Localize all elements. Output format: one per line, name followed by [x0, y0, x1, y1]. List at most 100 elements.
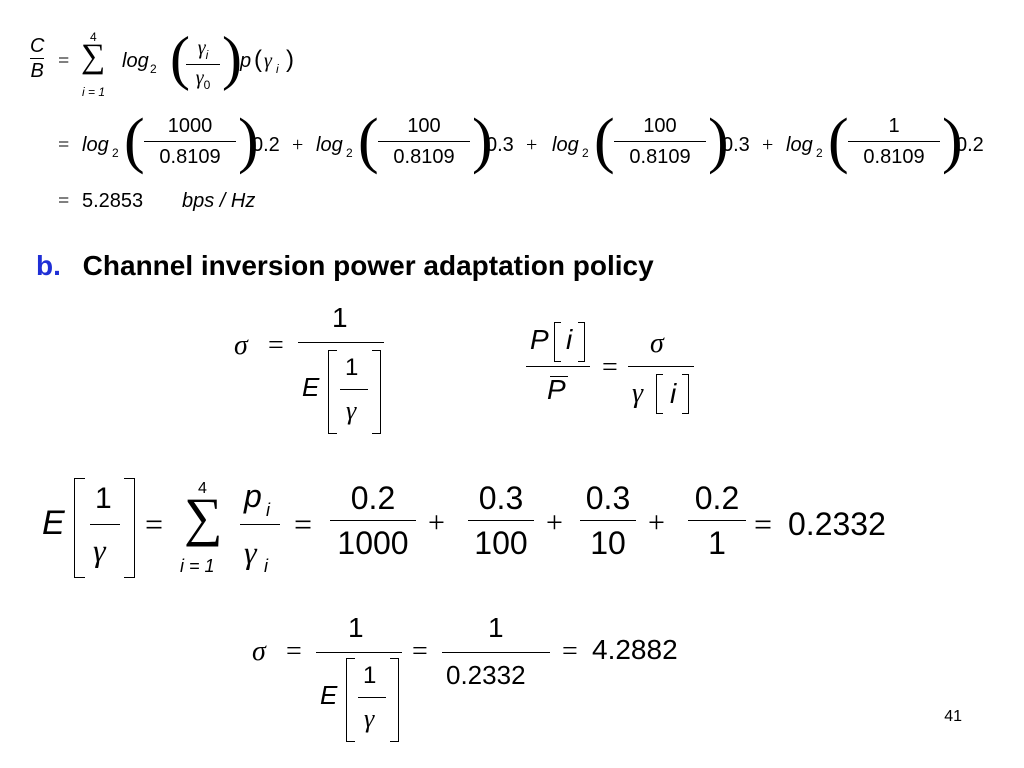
numerator: 0.3	[478, 480, 524, 516]
equals-sign: =	[294, 506, 313, 542]
denominator: 0.8109	[159, 146, 221, 168]
p-symbol: P	[530, 324, 549, 355]
p-bar-symbol: P	[547, 374, 566, 405]
right-paren: )	[238, 107, 259, 175]
equals-sign: =	[754, 506, 773, 542]
gamma-subscript: i	[264, 556, 268, 576]
left-paren: (	[124, 107, 145, 175]
sigma-symbol: σ	[650, 328, 664, 359]
gamma-symbol: γ	[93, 532, 106, 568]
left-paren: (	[594, 107, 615, 175]
index-i: i	[566, 324, 573, 355]
section-heading: b. Channel inversion power adaptation po…	[36, 250, 654, 282]
p-subscript: i	[266, 500, 270, 520]
coefficient: 0.2	[252, 134, 280, 156]
log-base: 2	[816, 146, 823, 160]
expectation-e: E	[320, 680, 338, 710]
right-paren: )	[222, 25, 242, 91]
numerator: 0.3	[585, 480, 631, 516]
right-paren: )	[942, 107, 963, 175]
numerator: 100	[643, 115, 677, 137]
denominator: 100	[474, 525, 528, 561]
plus-sign: +	[546, 506, 563, 539]
log-text: log	[786, 134, 813, 156]
log-base: 2	[582, 146, 589, 160]
gamma-symbol: γ	[346, 396, 357, 425]
log-base: 2	[346, 146, 353, 160]
numerator-one-b: 1	[488, 612, 504, 643]
log-text: log	[552, 134, 579, 156]
equals-sign: =	[268, 330, 284, 361]
inner-numerator: 1	[345, 354, 359, 381]
plus-sign: +	[526, 134, 538, 156]
p-symbol: p	[244, 478, 262, 514]
plus-sign: +	[292, 134, 304, 156]
equals-sign: =	[602, 352, 618, 383]
numerator-one: 1	[348, 612, 364, 643]
sigma-symbol: σ	[252, 636, 266, 667]
left-paren: (	[828, 107, 849, 175]
summation-symbol: ∑	[184, 487, 223, 547]
gamma-ratio-fraction: γi γ0	[186, 38, 220, 91]
denominator: 1000	[337, 525, 409, 561]
b-symbol: B	[30, 60, 44, 82]
denominator: 0.8109	[863, 146, 925, 168]
p-bar-overline	[550, 376, 568, 377]
denominator: 0.8109	[629, 146, 691, 168]
equals-sign: =	[58, 50, 70, 72]
denominator: 10	[590, 525, 626, 561]
c-symbol: C	[30, 35, 45, 57]
equals-sign: =	[58, 190, 70, 212]
log-argument-fraction: 100 0.8109	[614, 116, 706, 167]
sum-upper-limit: 4	[198, 480, 207, 497]
inner-numerator: 1	[363, 662, 377, 689]
equals-sign: =	[145, 506, 164, 542]
denominator: 1	[708, 525, 726, 561]
numerator: 0.2	[694, 480, 740, 516]
summation-symbol: ∑	[81, 38, 106, 75]
log-base: 2	[112, 146, 119, 160]
sigma-result: 4.2882	[592, 634, 678, 665]
index-i: i	[670, 378, 677, 409]
equals-sign: =	[58, 134, 70, 156]
numerator: 0.2	[350, 480, 396, 516]
expectation-e: E	[302, 372, 320, 402]
log-text: log	[316, 134, 343, 156]
numerator-one: 1	[332, 302, 348, 333]
left-paren: (	[358, 107, 379, 175]
inner-numerator: 1	[95, 482, 112, 515]
equals-sign: =	[562, 636, 578, 667]
plus-sign: +	[648, 506, 665, 539]
sum-lower-limit: i = 1	[180, 556, 215, 576]
numerator: 100	[407, 115, 441, 137]
expectation-result: 0.2332	[788, 506, 886, 542]
sum-lower-limit: i = 1	[82, 85, 106, 99]
plus-sign: +	[428, 506, 445, 539]
coefficient: 0.3	[486, 134, 514, 156]
term-fraction: 0.2 1000	[330, 482, 416, 559]
equals-sign: =	[412, 636, 428, 667]
log-text: log	[82, 134, 109, 156]
log-argument-fraction: 100 0.8109	[378, 116, 470, 167]
section-title: Channel inversion power adaptation polic…	[82, 250, 654, 281]
left-paren: (	[170, 25, 190, 91]
p-function: p	[240, 50, 252, 72]
gamma-symbol: γ	[632, 378, 644, 409]
c-over-b-fraction: C B	[30, 35, 45, 82]
expectation-e: E	[42, 504, 65, 542]
capacity-value: 5.2853	[82, 190, 144, 212]
gamma-symbol: γ	[364, 704, 375, 733]
log-base: 2	[150, 62, 157, 76]
denominator: 0.8109	[393, 146, 455, 168]
log-text: log	[122, 50, 149, 72]
right-paren: )	[472, 107, 493, 175]
plus-sign: +	[762, 134, 774, 156]
capacity-unit: bps / Hz	[182, 190, 256, 212]
coefficient: 0.3	[722, 134, 750, 156]
sum-upper-limit: 4	[90, 30, 97, 44]
sigma-symbol: σ	[234, 330, 248, 361]
